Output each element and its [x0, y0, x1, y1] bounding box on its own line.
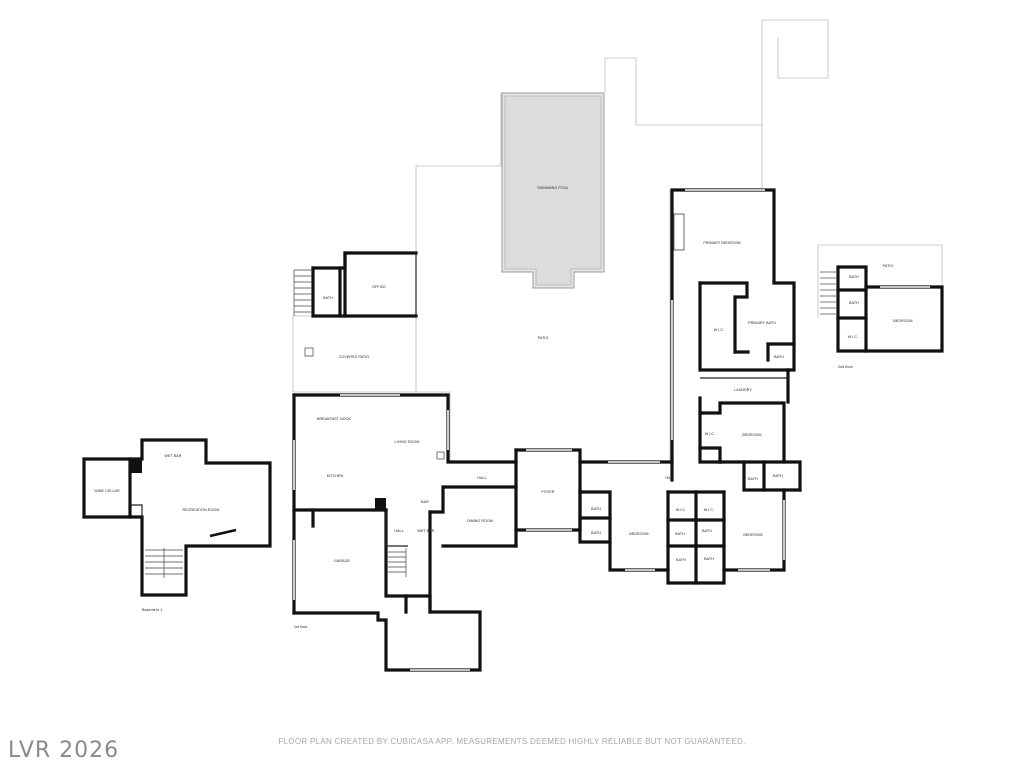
- label-wic-primary: W.I.C.: [714, 328, 724, 332]
- label-primary-bath: PRIMARY BATH: [748, 321, 776, 325]
- stairs-office: [293, 269, 312, 316]
- property-outline: [292, 19, 943, 462]
- label-wic-east: W.I.C.: [705, 432, 715, 436]
- pantry-block: [375, 498, 386, 510]
- label-covered-patio: COVERED PATIO: [339, 355, 369, 359]
- label-hall-east: HALL: [665, 476, 674, 480]
- watermark: LVR 2026: [8, 738, 120, 763]
- label-laundry: LAUNDRY: [734, 388, 752, 392]
- grill-icon: [304, 347, 314, 357]
- fireplace-primary-icon: [673, 213, 685, 251]
- label-breakfast-nook: BREAKFAST NOOK: [317, 417, 352, 421]
- label-bedroom-se: BEDROOM: [743, 533, 762, 537]
- label-bath-east-2: BATH: [773, 474, 783, 478]
- label-bath-s3: BATH: [676, 558, 686, 562]
- label-bedroom-sw: BEDROOM: [629, 532, 648, 536]
- label-dining-room: DINING ROOM: [467, 519, 493, 523]
- label-bath-w1: BATH: [591, 507, 601, 511]
- label-bath-s2: BATH: [702, 529, 712, 533]
- label-living-room: LIVING ROOM: [394, 440, 419, 444]
- stairs-basement: [145, 548, 183, 578]
- label-wet-bar-basement: WET BAR: [164, 454, 181, 458]
- floor-label-basement: Basement 1: [142, 608, 162, 612]
- label-bath-2f-2: BATH: [849, 301, 859, 305]
- floor-label-first: 1st floor: [294, 625, 308, 629]
- second-floor: [820, 265, 944, 353]
- east-bedroom-wing: [578, 396, 802, 585]
- primary-suite: [673, 213, 796, 404]
- wine-rack-block: [130, 459, 142, 473]
- label-bedroom-east: BEDROOM: [742, 433, 761, 437]
- label-wine-cellar: WINE CELLAR: [94, 489, 120, 493]
- label-wet-bar: WET BAR: [417, 529, 434, 533]
- basement: [82, 438, 272, 597]
- label-patio-2f: PATIO: [883, 264, 894, 268]
- bar-counter: [209, 528, 237, 538]
- label-bedroom-2f: BEDROOM: [893, 319, 912, 323]
- stairs-2f: [820, 271, 836, 315]
- label-kitchen: KITCHEN: [327, 474, 344, 478]
- label-hall-small: HALL: [394, 529, 403, 533]
- label-bar: BAR: [421, 500, 429, 504]
- label-patio: PATIO: [538, 336, 549, 340]
- label-bath-office: BATH: [323, 296, 333, 300]
- label-office: OFFICE: [372, 285, 386, 289]
- floor-labels: Basement 1 1st floor 2nd floor: [142, 365, 854, 629]
- label-wic-s2: W.I.C.: [704, 508, 714, 512]
- office-wing: [293, 251, 418, 357]
- fireplace-icon: [436, 451, 445, 460]
- stairs-main: [388, 548, 407, 577]
- label-wic-s1: W.I.C.: [676, 508, 686, 512]
- swimming-pool: [501, 92, 605, 289]
- label-bath-2f-1: BATH: [849, 275, 859, 279]
- label-primary-bedroom: PRIMARY BEDROOM: [703, 241, 740, 245]
- disclaimer-note: FLOOR PLAN CREATED BY CUBICASA APP. MEAS…: [278, 737, 746, 746]
- label-bath-east-1: BATH: [748, 477, 758, 481]
- label-foyer: FOYER: [542, 490, 555, 494]
- label-bath-w2: BATH: [591, 531, 601, 535]
- label-swimming-pool: SWIMMING POOL: [537, 186, 568, 190]
- floor-label-second: 2nd floor: [838, 365, 854, 369]
- label-recreation-room: RECREATION ROOM: [183, 508, 220, 512]
- label-bath-s1: BATH: [675, 532, 685, 536]
- room-labels: SWIMMING POOL PATIO PATIO OFFICE BATH CO…: [94, 186, 912, 563]
- label-garage: GARAGE: [334, 559, 350, 563]
- label-bath-primary-small: BATH: [774, 355, 784, 359]
- label-wic-2f: W.I.C.: [848, 335, 858, 339]
- label-hall: HALL: [477, 476, 486, 480]
- label-bath-s4: BATH: [704, 557, 714, 561]
